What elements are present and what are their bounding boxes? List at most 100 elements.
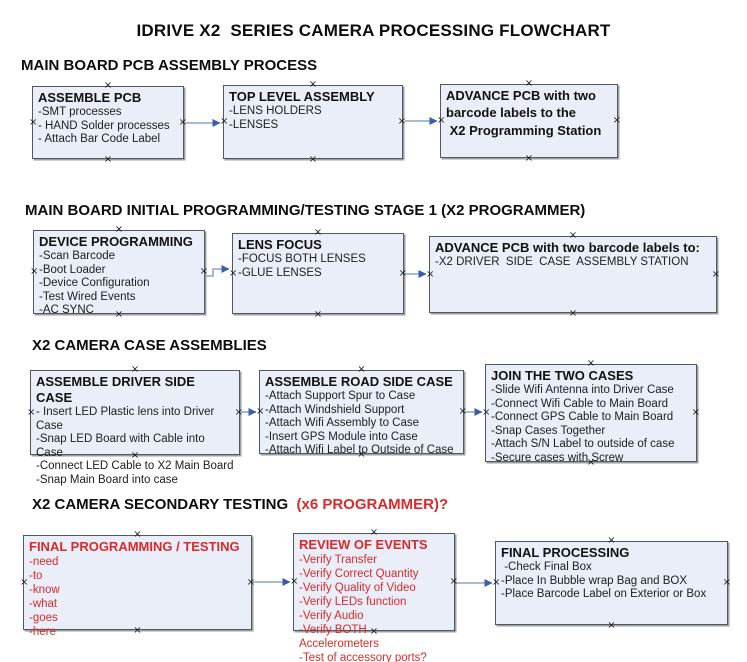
box-item: - HAND Solder processes	[38, 119, 170, 132]
box-title: ADVANCE PCB with two	[446, 88, 596, 103]
connection-handle-icon: ×	[130, 364, 140, 375]
connection-handle-icon: ×	[20, 576, 29, 588]
connection-handle-icon: ×	[398, 267, 407, 279]
box-item: -Connect GPS Cable to Main Board	[491, 411, 674, 423]
flow-box-assemble-road-side-case[interactable]: ASSEMBLE ROAD SIDE CASE -Attach Support …	[256, 365, 467, 460]
box-title: ADVANCE PCB with two barcode labels to:	[435, 240, 700, 255]
connection-handle-icon: ×	[357, 364, 366, 375]
flow-box-final-processing[interactable]: FINAL PROCESSING -Check Final Box -Place…	[492, 536, 731, 631]
box-item: -Verify LEDs function	[299, 596, 407, 608]
connection-handle-icon: ×	[524, 78, 534, 89]
connection-handle-icon: ×	[711, 268, 720, 280]
connection-handle-icon: ×	[492, 577, 501, 588]
connection-handle-icon: ×	[308, 154, 318, 165]
connection-handle-icon: ×	[103, 154, 113, 165]
section-heading-pcb-assembly: MAIN BOARD PCB ASSEMBLY PROCESS	[21, 57, 318, 74]
connection-handle-icon: ×	[607, 620, 616, 631]
box-item: - Insert LED Plastic lens into Driver Ca…	[36, 406, 218, 432]
heading-red-part: (x6 PROGRAMMER)?	[296, 496, 449, 513]
connection-handle-icon: ×	[437, 115, 446, 126]
box-item: -X2 DRIVER SIDE CASE ASSEMBLY STATION	[435, 256, 689, 268]
box-title: LENS FOCUS	[238, 237, 322, 252]
flow-box-lens-focus[interactable]: LENS FOCUS -FOCUS BOTH LENSES -GLUE LENS…	[229, 228, 407, 320]
box-item: -LENS HOLDERS	[229, 105, 322, 117]
box-title: FINAL PROGRAMMING / TESTING	[29, 539, 240, 554]
connection-handle-icon: ×	[524, 153, 534, 164]
flow-box-review-of-events[interactable]: REVIEW OF EVENTS -Verify Transfer -Verif…	[290, 528, 458, 662]
box-item: -Attach Support Spur to Case	[265, 390, 416, 402]
box-item: -Connect Wifi Cable to Main Board	[491, 397, 669, 410]
box-item: - Attach Bar Code Label	[38, 133, 161, 145]
connection-handle-icon: ×	[607, 535, 616, 546]
connection-handle-icon: ×	[229, 267, 238, 279]
connection-handle-icon: ×	[369, 527, 379, 538]
connection-handle-icon: ×	[308, 79, 318, 90]
page-title: IDRIVE X2 SERIES CAMERA PROCESSING FLOWC…	[136, 21, 611, 40]
box-title: JOIN THE TWO CASES	[491, 368, 634, 383]
connection-handle-icon: ×	[290, 576, 299, 587]
box-item: -what	[29, 598, 58, 610]
connection-handle-icon: ×	[612, 115, 621, 126]
box-item: -Connect LED Cable to X2 Main Board	[36, 460, 234, 472]
box-title: REVIEW OF EVENTS	[299, 537, 428, 552]
box-item: -Place Barcode Label on Exterior or Box	[501, 588, 707, 600]
box-item: -Place In Bubble wrap Bag and BOX	[501, 574, 688, 587]
box-item: -Verify Quality of Video	[299, 582, 416, 594]
box-item: -Secure cases with Screw	[491, 451, 624, 464]
connection-handle-icon: ×	[103, 80, 113, 91]
box-item: -GLUE LENSES	[238, 266, 322, 279]
connection-handle-icon: ×	[586, 358, 596, 369]
box-item: -AC SYNC	[39, 304, 94, 316]
box-item: -Snap Cases Together	[491, 424, 606, 437]
connection-handle-icon: ×	[482, 407, 491, 418]
box-title: TOP LEVEL ASSEMBLY	[229, 89, 375, 104]
section-heading-secondary-testing: X2 CAMERA SECONDARY TESTING (x6 PROGRAMM…	[32, 496, 448, 513]
connection-handle-icon: ×	[313, 227, 323, 238]
box-item: -here	[29, 626, 56, 638]
box-title: ASSEMBLE ROAD SIDE CASE	[265, 374, 453, 389]
box-title: FINAL PROCESSING	[501, 545, 630, 560]
connection-handle-icon: ×	[426, 268, 435, 280]
flow-box-join-the-two-cases[interactable]: JOIN THE TWO CASES -Slide Wifi Antenna i…	[482, 359, 700, 468]
box-item: -Verify BOTH Accelerometers	[299, 624, 379, 650]
connection-handle-icon: ×	[234, 406, 243, 418]
connection-handle-icon: ×	[256, 406, 265, 417]
box-item: -SMT processes	[38, 106, 122, 118]
connection-handle-icon: ×	[27, 406, 36, 418]
box-item: -LENSES	[229, 118, 279, 131]
box-item: -Attach Wifi Assembly to Case	[265, 417, 420, 429]
box-item: -Verify Correct Quantity	[299, 568, 419, 580]
flow-box-final-programming-testing[interactable]: FINAL PROGRAMMING / TESTING -need -to -k…	[20, 530, 255, 639]
box-title: ASSEMBLE PCB	[38, 90, 142, 105]
box-item: X2 Programming Station	[446, 122, 602, 138]
connection-handle-icon: ×	[29, 116, 38, 128]
connection-handle-icon: ×	[691, 407, 700, 418]
connection-handle-icon: ×	[568, 230, 578, 241]
box-item: -Insert GPS Module into Case	[265, 430, 418, 443]
connection-handle-icon: ×	[199, 266, 208, 277]
box-item: -Attach Wifi Label to Outside of Case	[265, 444, 454, 456]
box-title: ASSEMBLE DRIVER SIDE CASE	[36, 374, 199, 405]
connection-handle-icon: ×	[722, 577, 731, 588]
connection-handle-icon: ×	[458, 406, 467, 417]
box-item: -Snap LED Board with Cable into Case	[36, 433, 208, 459]
flow-box-advance-pcb-driver-side[interactable]: ADVANCE PCB with two barcode labels to: …	[426, 231, 720, 319]
box-item: -Test of accessory ports?	[299, 652, 427, 662]
box-title: DEVICE PROGRAMMING	[39, 234, 193, 249]
flow-box-assemble-driver-side-case[interactable]: ASSEMBLE DRIVER SIDE CASE - Insert LED P…	[27, 365, 243, 486]
heading-black-part: X2 CAMERA SECONDARY TESTING	[32, 496, 297, 513]
connection-handle-icon: ×	[178, 116, 187, 128]
connection-handle-icon: ×	[246, 576, 255, 588]
flow-box-assemble-pcb[interactable]: ASSEMBLE PCB -SMT processes - HAND Solde…	[29, 81, 187, 165]
flow-box-device-programming[interactable]: DEVICE PROGRAMMING -Scan Barcode -Boot L…	[30, 225, 208, 320]
flow-box-top-level-assembly[interactable]: TOP LEVEL ASSEMBLY -LENS HOLDERS -LENSES…	[220, 80, 406, 165]
connection-handle-icon: ×	[568, 308, 578, 319]
section-heading-case-assemblies: X2 CAMERA CASE ASSEMBLIES	[32, 337, 267, 354]
box-item: -to	[29, 570, 43, 582]
connection-handle-icon: ×	[220, 116, 229, 127]
connection-handle-icon: ×	[397, 116, 406, 127]
box-item: -goes	[29, 612, 58, 624]
box-item: -Device Configuration	[39, 277, 150, 289]
flow-box-advance-pcb-programming-station[interactable]: ADVANCE PCB with two barcode labels to t…	[437, 79, 621, 164]
